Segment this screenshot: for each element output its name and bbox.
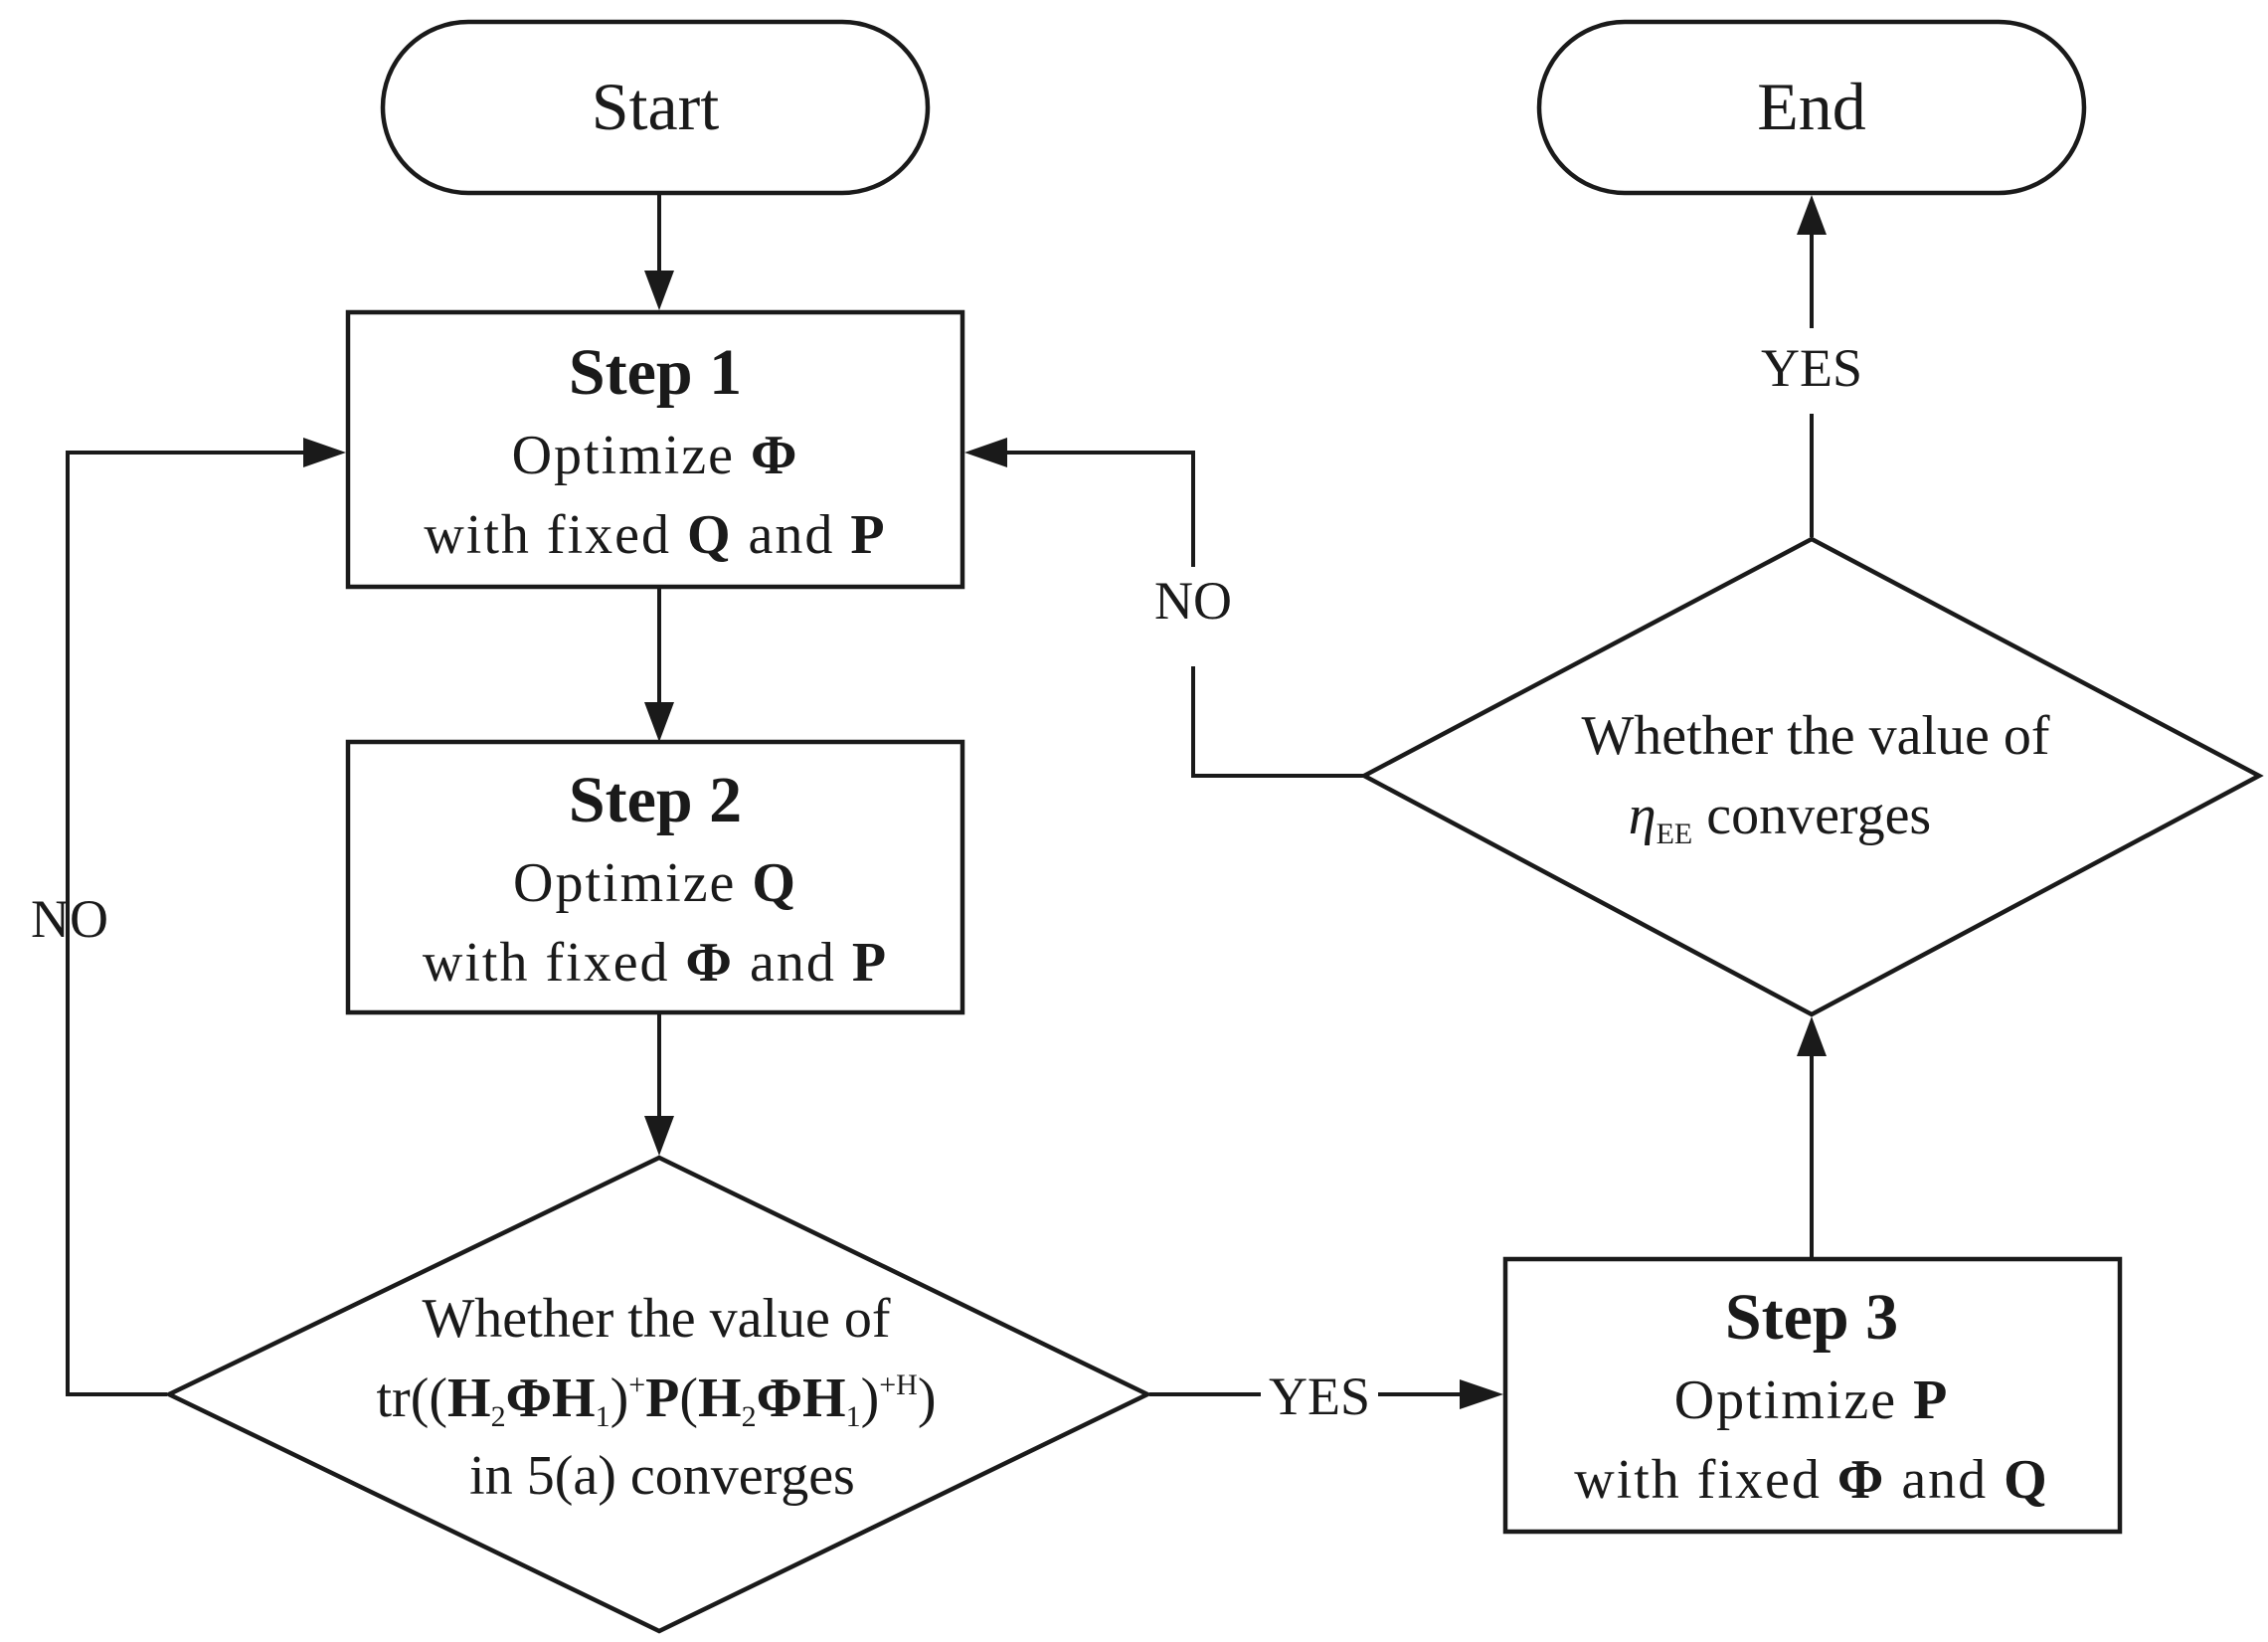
formula-p: P: [645, 1368, 679, 1429]
start-terminal-shape: [380, 19, 931, 196]
step2-line2-var-a: Φ: [686, 932, 734, 994]
step2-line2-mid: and: [734, 932, 852, 994]
decision1-diamond: Whether the value of tr((H2ΦH1)+P(H2ΦH1)…: [163, 1155, 1153, 1634]
formula-open2: (: [679, 1368, 698, 1429]
formula-h1b-sub: 1: [846, 1400, 861, 1433]
label-no-left: NO: [31, 889, 108, 949]
step3-shape: [1502, 1256, 2123, 1535]
formula-h2b: H: [698, 1368, 742, 1429]
step3-line2-var-a: Φ: [1837, 1449, 1885, 1511]
step3-line2: with fixed Φ and Q: [1574, 1449, 2048, 1511]
step3-line1-prefix: Optimize: [1674, 1369, 1913, 1431]
step2-line2-var-b: P: [852, 932, 888, 994]
step1-line1-prefix: Optimize: [512, 425, 751, 486]
step2-line2-prefix: with fixed: [423, 932, 686, 994]
formula-open: tr((: [377, 1368, 448, 1429]
loop-no-decision2-lower: [1191, 666, 1364, 778]
formula-close1: ): [611, 1368, 629, 1429]
decision2-shape: [1359, 536, 2264, 1017]
step1-title: Step 1: [569, 336, 742, 409]
step3-line1-var: P: [1913, 1369, 1949, 1431]
decision2-line1: Whether the value of: [1581, 705, 2049, 767]
formula-h2: H: [447, 1368, 491, 1429]
arrowhead-step1-top: [644, 271, 674, 310]
formula-end: ): [918, 1368, 937, 1429]
step1-line2-prefix: with fixed: [424, 504, 687, 566]
formula-h1b: H: [802, 1368, 846, 1429]
connectors: [66, 195, 1827, 1409]
formula-phi: Φ: [506, 1368, 552, 1429]
eta-subscript: EE: [1657, 818, 1693, 850]
decision2-diamond: Whether the value of ηEE converges: [1359, 536, 2264, 1017]
step1-line1: Optimize Φ: [512, 425, 799, 486]
formula-sup2: +H: [879, 1368, 918, 1401]
formula-sup1: +: [628, 1368, 645, 1401]
formula-h2-sub: 2: [491, 1400, 506, 1433]
end-terminal-shape: [1536, 19, 2087, 196]
decision1-shape: [163, 1155, 1153, 1634]
step1-box: Step 1 Optimize Φ with fixed Q and P: [345, 309, 965, 590]
loop-no-decision2-upper: [1007, 451, 1195, 567]
step1-line2-var-b: P: [850, 504, 886, 566]
formula-phib: Φ: [757, 1368, 802, 1429]
start-label: Start: [592, 69, 720, 144]
arrowhead-decision1-top: [644, 1116, 674, 1156]
step1-line2-var-a: Q: [687, 504, 733, 566]
formula-h1-sub: 1: [596, 1400, 611, 1433]
step2-title: Step 2: [569, 764, 742, 836]
eta-symbol: η: [1629, 785, 1657, 846]
decision2-line2: ηEE converges: [1629, 785, 1931, 850]
label-yes-bottom: YES: [1269, 1367, 1370, 1426]
step3-line2-mid: and: [1885, 1449, 2004, 1511]
end-label: End: [1757, 69, 1866, 144]
step3-line2-var-b: Q: [2004, 1449, 2049, 1511]
arrowhead-step1-left: [303, 438, 346, 467]
step2-line1: Optimize Q: [513, 852, 797, 914]
step2-line1-var: Q: [752, 852, 797, 914]
step3-line2-prefix: with fixed: [1574, 1449, 1837, 1511]
step3-line1: Optimize P: [1674, 1369, 1950, 1431]
step3-box: Step 3 Optimize P with fixed Φ and Q: [1502, 1256, 2123, 1535]
step2-shape: [345, 739, 965, 1015]
arrowhead-decision2-bottom: [1797, 1016, 1827, 1056]
start-terminal: Start: [380, 19, 931, 196]
decision1-formula: tr((H2ΦH1)+P(H2ΦH1)+H): [377, 1368, 937, 1433]
formula-close2: ): [861, 1368, 880, 1429]
formula-h1: H: [552, 1368, 596, 1429]
step2-line1-prefix: Optimize: [513, 852, 752, 914]
label-no-right: NO: [1154, 571, 1232, 631]
decision1-line3: in 5(a) converges: [469, 1445, 855, 1507]
step1-line1-var: Φ: [751, 425, 798, 486]
loop-no-decision1-to-step1: [66, 451, 303, 1396]
label-yes-top: YES: [1761, 338, 1862, 398]
step1-line2: with fixed Q and P: [424, 504, 886, 566]
step2-box: Step 2 Optimize Q with fixed Φ and P: [345, 739, 965, 1015]
arrowhead-end-bottom: [1797, 195, 1827, 235]
end-terminal: End: [1536, 19, 2087, 196]
arrowhead-step2-top: [644, 702, 674, 742]
formula-h2b-sub: 2: [742, 1400, 757, 1433]
step3-title: Step 3: [1725, 1281, 1898, 1354]
decision2-line2-rest: converges: [1692, 785, 1931, 846]
step2-line2: with fixed Φ and P: [423, 932, 888, 994]
step1-line2-mid: and: [733, 504, 851, 566]
step1-shape: [345, 309, 965, 590]
arrowhead-step3-left: [1460, 1379, 1503, 1409]
decision1-line1: Whether the value of: [422, 1288, 890, 1350]
arrowhead-step1-right: [964, 438, 1007, 467]
